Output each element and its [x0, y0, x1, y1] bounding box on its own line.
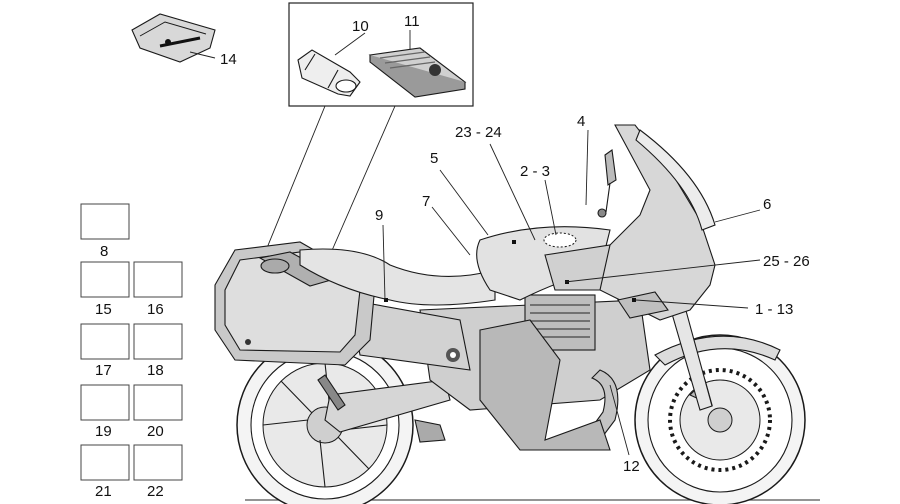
- callout-16: 16: [147, 301, 164, 318]
- callout-21: 21: [95, 483, 112, 500]
- fuel-cap: [543, 232, 577, 248]
- fairing-lower-panel: [617, 291, 669, 319]
- callout-14: 14: [220, 51, 237, 68]
- callout-6: 6: [763, 196, 771, 213]
- footrest: [414, 419, 446, 443]
- callout-18: 18: [147, 362, 164, 379]
- callout-1-13: 1 - 13: [755, 301, 793, 318]
- callout-15: 15: [95, 301, 112, 318]
- branded-cover-part: [131, 13, 216, 63]
- sticker-20: [133, 384, 183, 421]
- callout-5: 5: [430, 150, 438, 167]
- sticker-22: [133, 444, 183, 481]
- accessory-inset-box: [259, 2, 474, 266]
- sticker-21: [80, 444, 130, 481]
- sticker-grid: [80, 203, 183, 481]
- callout-20: 20: [147, 423, 164, 440]
- sticker-16: [133, 261, 183, 298]
- rear-shock: [317, 374, 346, 411]
- callout-25-26: 25 - 26: [763, 253, 810, 270]
- windscreen: [635, 129, 716, 231]
- mirror: [597, 149, 617, 218]
- sticker-18: [133, 323, 183, 360]
- callout-8: 8: [100, 243, 108, 260]
- callout-4: 4: [577, 113, 585, 130]
- callout-10: 10: [352, 18, 369, 35]
- seat: [299, 248, 496, 306]
- tool-pouch-part: [297, 32, 366, 97]
- side-panel-lower: [479, 319, 611, 451]
- callout-19: 19: [95, 423, 112, 440]
- sticker-8: [80, 203, 130, 240]
- callout-7: 7: [422, 193, 430, 210]
- callout-11: 11: [404, 13, 420, 30]
- leader-lines: [382, 129, 761, 456]
- motorcycle-illustration: [214, 124, 806, 504]
- callout-23-24: 23 - 24: [455, 124, 502, 141]
- owner-manual-part: [368, 30, 467, 98]
- callout-22: 22: [147, 483, 164, 500]
- sticker-17: [80, 323, 130, 360]
- callout-12: 12: [623, 458, 640, 475]
- callout-17: 17: [95, 362, 112, 379]
- sticker-15: [80, 261, 130, 298]
- callout-2-3: 2 - 3: [520, 163, 550, 180]
- callout-labels: 10 11 14 23 - 24 4 5 2 - 3 7 9 6 25 - 26…: [95, 13, 810, 500]
- sticker-19: [80, 384, 130, 421]
- callout-9: 9: [375, 207, 383, 224]
